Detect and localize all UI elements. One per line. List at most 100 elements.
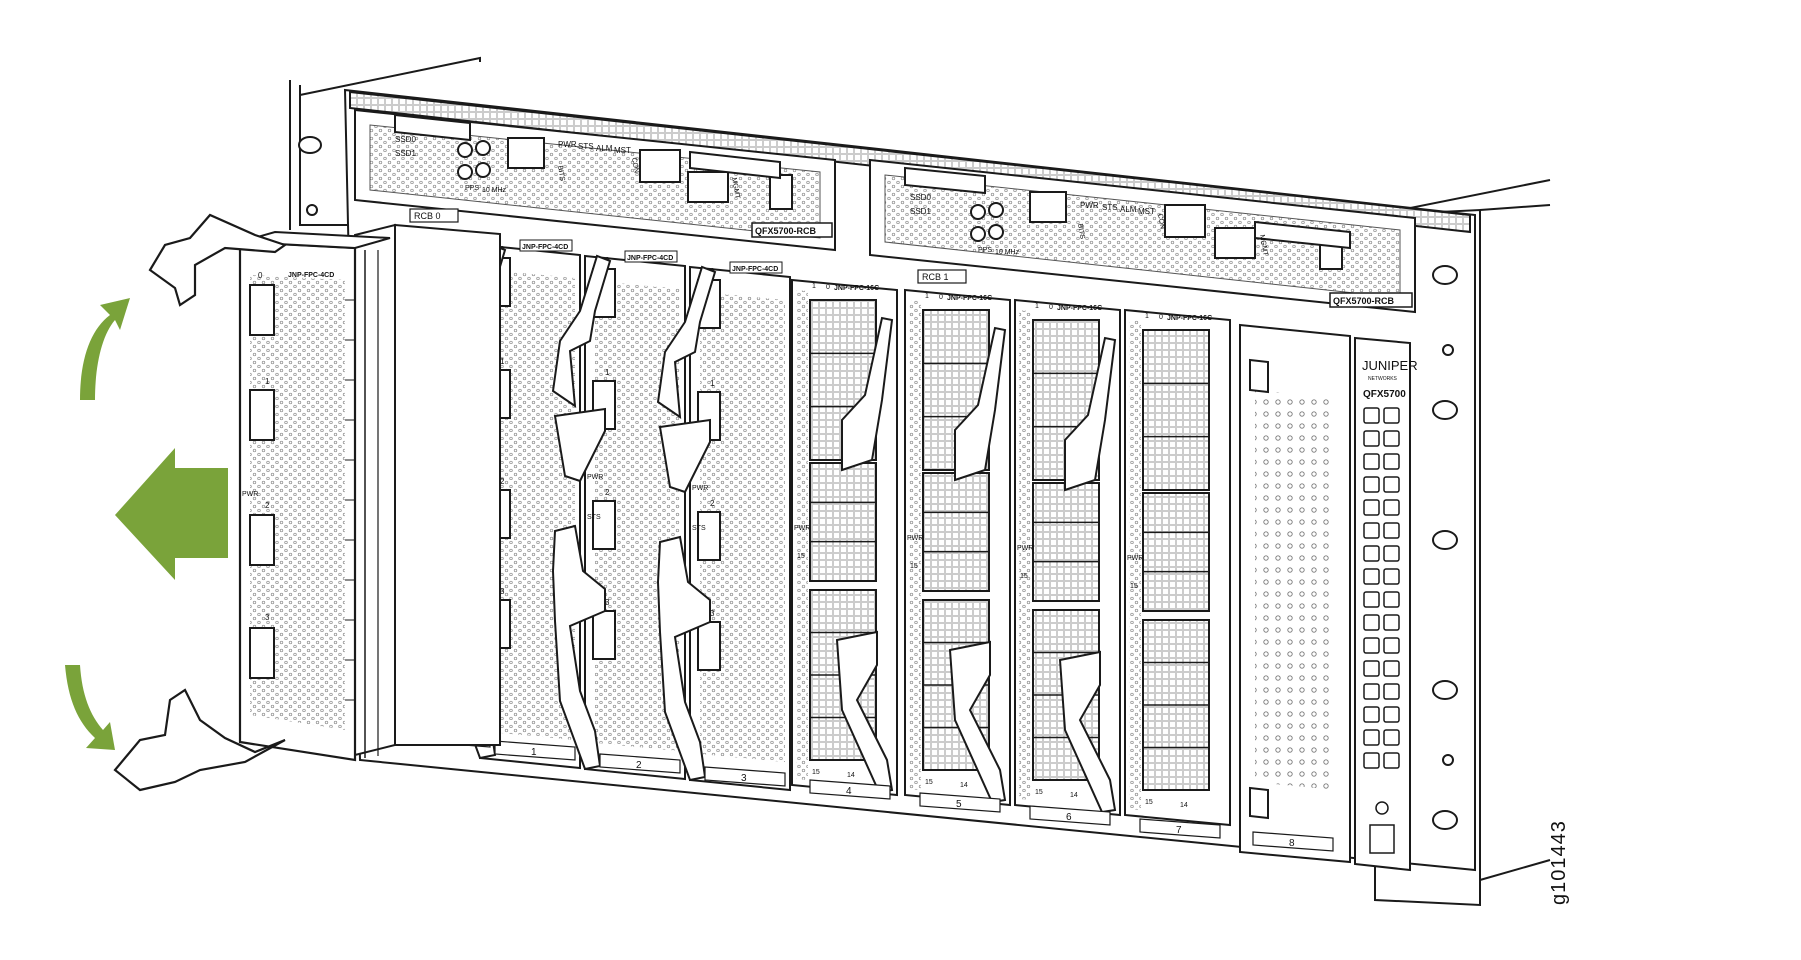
fpc-7-model-label: JNP-FPC-16C xyxy=(1167,315,1212,322)
rcb-0[interactable]: SSD0 SSD1 PWR STS ALM MST PPS 10 MHz BIT… xyxy=(354,108,836,252)
fpc-2-lower-lever[interactable] xyxy=(551,524,606,771)
fpc-5-lower-lever[interactable] xyxy=(948,640,1007,804)
rcb-0-ejector-handle-right[interactable] xyxy=(689,150,781,180)
craft-led xyxy=(1363,453,1380,470)
fpc-3-pwr-label: PWR xyxy=(692,485,708,492)
fpc-4-port-0-label: 0 xyxy=(826,284,830,291)
craft-led xyxy=(1363,683,1380,700)
usb-icon[interactable] xyxy=(769,174,793,210)
rcb-1-ejector-handle[interactable] xyxy=(904,166,986,195)
fpc-3-model-label: JNP-FPC-4CD xyxy=(732,266,778,273)
fpc-6-port-0-label: 0 xyxy=(1049,304,1053,311)
rcb-0-ejector-handle[interactable] xyxy=(394,113,471,142)
craft-led xyxy=(1383,683,1400,700)
rcb-1-mst-label: MST xyxy=(1138,207,1155,216)
fpc-3-port-label: 3 xyxy=(710,609,715,618)
slot-tab-label: 3 xyxy=(741,773,747,784)
craft-led xyxy=(1363,660,1380,677)
rcb-0-ssd0-label: SSD0 xyxy=(395,135,416,144)
fpc-2-upper-lever[interactable] xyxy=(551,254,612,409)
brand-sub: NETWORKS xyxy=(1368,376,1398,382)
rcb-1-alm-label: ALM xyxy=(1120,205,1137,214)
fpc-6-lower-lever[interactable] xyxy=(1058,650,1117,814)
ethernet-port-icon[interactable] xyxy=(507,137,545,169)
fpc-4-lower-lever[interactable] xyxy=(835,630,894,794)
craft-led xyxy=(1363,614,1380,631)
slot-tab-8: 8 xyxy=(1252,831,1334,852)
fpc-0-port-3-label: 3 xyxy=(265,613,270,622)
fpc-0-port-3[interactable] xyxy=(249,627,275,679)
ethernet-port-icon[interactable] xyxy=(1164,204,1206,238)
rcb-1-ssd1-label: SSD1 xyxy=(910,207,931,216)
fpc-0-port-0[interactable] xyxy=(249,284,275,336)
fpc-1-port-label: 3 xyxy=(500,587,505,596)
fpc-3-port-label: 1 xyxy=(710,379,715,388)
fpc-0-removed[interactable]: 0 1 2 3 PWR JNP-FPC-4CD xyxy=(113,213,501,792)
fpc-2-port-label: 2 xyxy=(605,488,610,497)
slot-tab-label: 5 xyxy=(956,799,962,810)
fpc-5-upper-lever[interactable] xyxy=(954,326,1007,482)
ethernet-port-icon[interactable] xyxy=(687,171,729,203)
fpc-0-bottom-ejector-lever[interactable] xyxy=(113,688,286,792)
craft-led xyxy=(1383,407,1400,424)
rcb-1[interactable]: SSD0 SSD1 PWR STS ALM MST PPS 10 MHz BIT… xyxy=(869,158,1416,314)
rcb-0-ssd1-label: SSD1 xyxy=(395,149,416,158)
fpc-4-qsfp-cage-1[interactable] xyxy=(809,462,877,582)
fpc-slot-8-blank-panel[interactable] xyxy=(1239,323,1351,864)
fpc-0-port-2[interactable] xyxy=(249,514,275,566)
rcb-0-con-label: CON xyxy=(630,157,640,174)
fpc-3-lower-lever[interactable] xyxy=(656,535,711,782)
fpc-3-port-3[interactable] xyxy=(697,621,721,671)
ethernet-port-icon[interactable] xyxy=(1214,227,1256,259)
fpc-2-port-3[interactable] xyxy=(592,610,616,660)
slot-tab-1: 1 xyxy=(494,740,576,761)
rcb-1-mgmt-label: MGMT xyxy=(1258,234,1269,257)
fpc-7-port-14-label: 14 xyxy=(1180,802,1188,809)
slot-tab-label: 2 xyxy=(636,760,642,771)
craft-led-grid xyxy=(1363,407,1400,769)
rcb-1-mhz-label: 10 MHz xyxy=(995,249,1020,256)
craft-led xyxy=(1383,752,1400,769)
rcb-1-slot-label: RCB 1 xyxy=(922,272,949,282)
fpc-2-port-label: 3 xyxy=(605,598,610,607)
fpc-7-qsfp-cage-1[interactable] xyxy=(1142,492,1210,612)
fpc-6-port-14-label: 14 xyxy=(1070,792,1078,799)
ethernet-port-icon[interactable] xyxy=(1029,191,1067,223)
craft-led xyxy=(1363,591,1380,608)
fpc-4-upper-lever[interactable] xyxy=(841,316,894,472)
craft-led xyxy=(1363,568,1380,585)
fpc-1-port-label: 2 xyxy=(500,477,505,486)
fpc-4-port-14-label: 14 xyxy=(847,772,855,779)
fpc-3-upper-lever[interactable] xyxy=(656,265,717,420)
rcb-0-mgmt-label: MGMT xyxy=(730,177,741,200)
rcb-0-bits-label: BITS xyxy=(556,165,566,182)
fpc-0-model-label: JNP-FPC-4CD xyxy=(288,272,334,279)
craft-led xyxy=(1363,706,1380,723)
fpc-7-side-num: 15 xyxy=(1130,583,1138,590)
slot-tab-label: 7 xyxy=(1176,825,1182,836)
fpc-0-port-1[interactable] xyxy=(249,389,275,441)
fpc-3-port-2[interactable] xyxy=(697,511,721,561)
fpc-0-top-ejector-lever[interactable] xyxy=(148,213,288,307)
fpc-7-qsfp-cage-0[interactable] xyxy=(1142,329,1210,491)
fpc-6-upper-lever[interactable] xyxy=(1064,336,1117,492)
fpc-5-qsfp-cage-1[interactable] xyxy=(922,472,990,592)
craft-panel: JUNIPER NETWORKS QFX5700 xyxy=(1354,336,1418,872)
fpc-6-qsfp-cage-1[interactable] xyxy=(1032,482,1100,602)
rcb-1-ssd0-label: SSD0 xyxy=(910,193,931,202)
rcb-1-ejector-handle-right[interactable] xyxy=(1254,220,1351,250)
fpc-2-port-2[interactable] xyxy=(592,500,616,550)
rack-ear-holes xyxy=(298,136,1458,830)
slot-tab-6: 6 xyxy=(1029,805,1111,826)
fpc-7-pwr-label: PWR xyxy=(1127,555,1143,562)
craft-led xyxy=(1383,568,1400,585)
blank-panel-handle-bottom[interactable] xyxy=(1249,786,1269,820)
blank-panel-handle-top[interactable] xyxy=(1249,358,1269,394)
ethernet-port-icon[interactable] xyxy=(639,149,681,183)
